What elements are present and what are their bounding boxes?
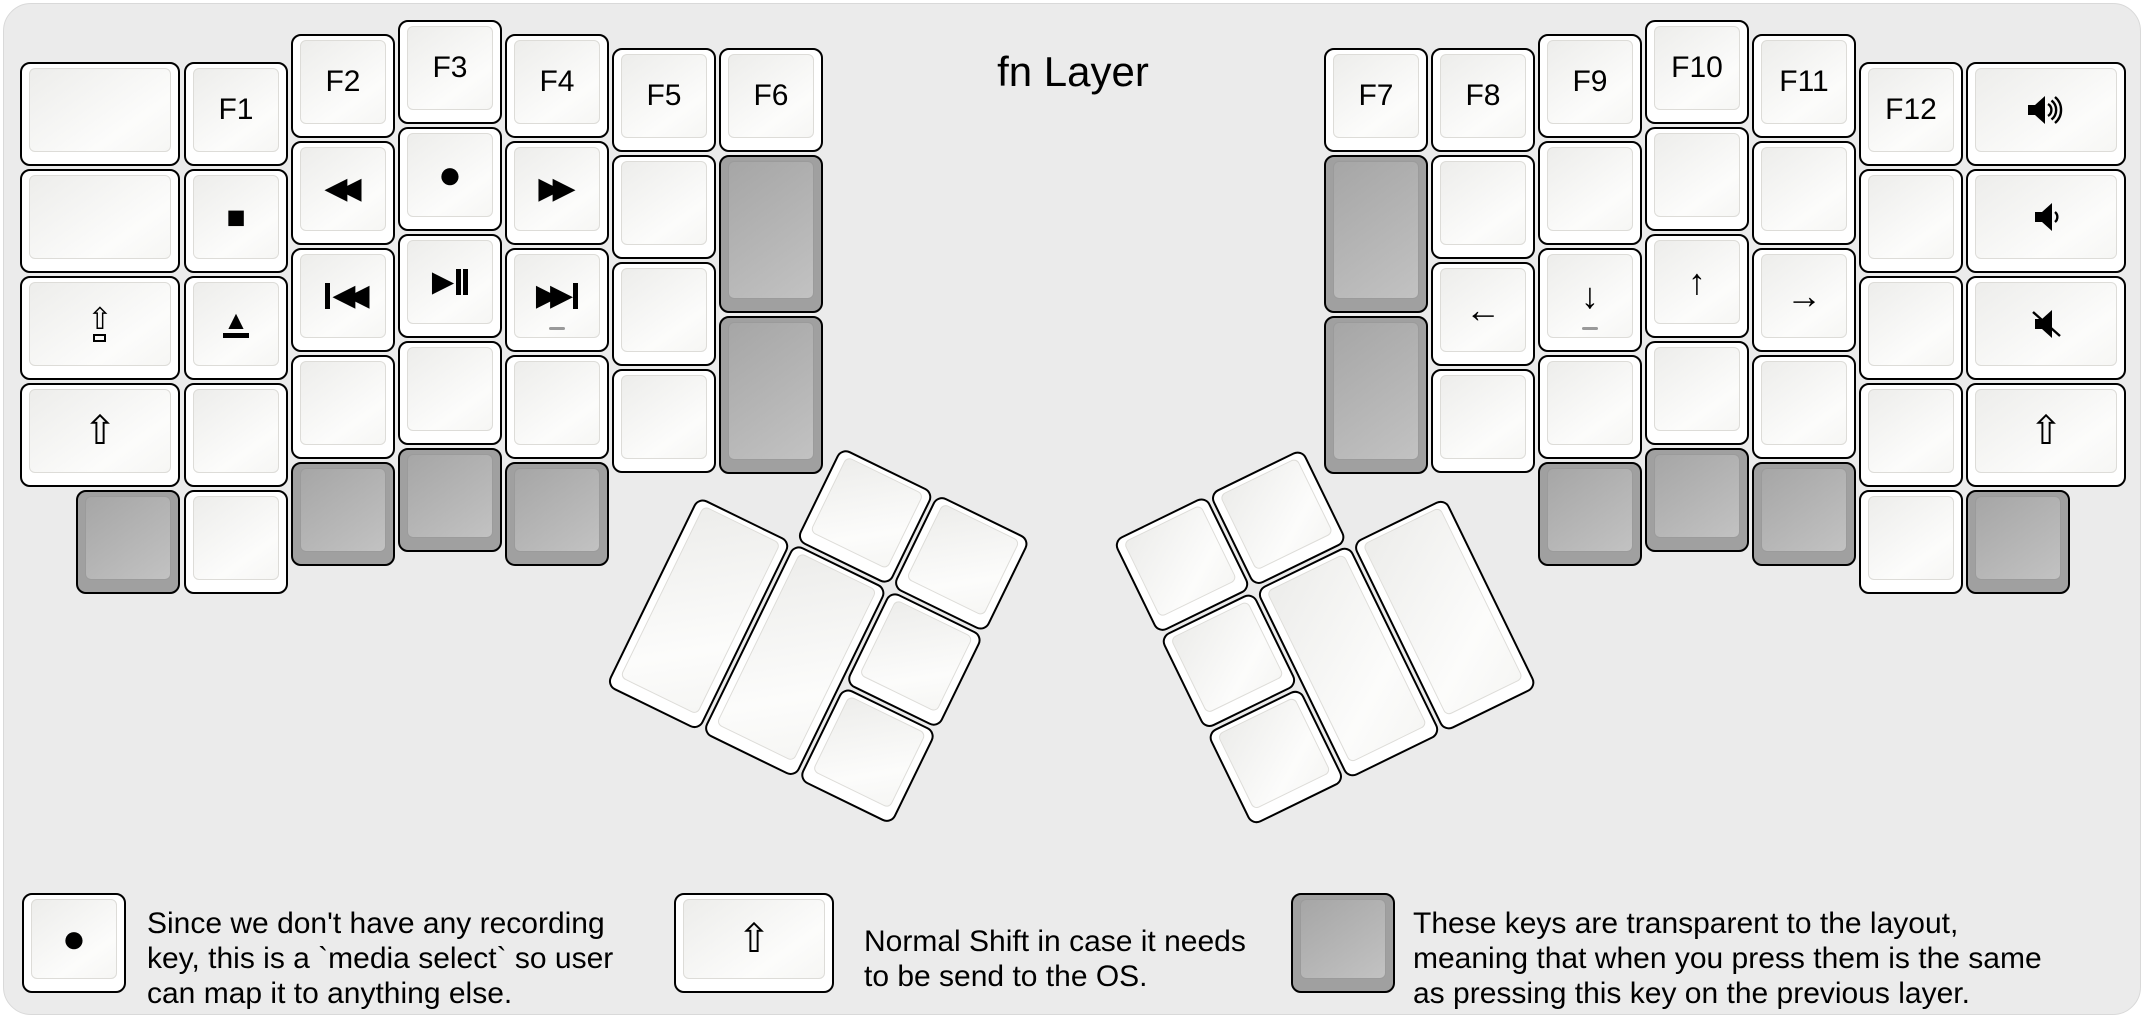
key-blank[interactable] [1752, 141, 1856, 245]
right-arrow-icon: → [1786, 275, 1822, 316]
key-blank[interactable] [1538, 141, 1642, 245]
mute-icon [2032, 310, 2061, 338]
key-transparent[interactable] [291, 462, 395, 566]
legend-key-record: ● [22, 893, 126, 993]
key-f2[interactable]: F2 [291, 34, 395, 138]
key-volume-up[interactable] [1966, 62, 2126, 166]
prev-track-icon: ◀◀ [325, 281, 370, 311]
key-arrow-down[interactable]: ↓ [1538, 248, 1642, 352]
key-blank[interactable] [1752, 355, 1856, 459]
key-rewind[interactable]: ◀◀ [291, 141, 395, 245]
key-eject[interactable]: ▲ [184, 276, 288, 380]
key-prev-track[interactable]: ◀◀ [291, 248, 395, 352]
key-shift[interactable]: ⇧ [1966, 383, 2126, 487]
key-mute[interactable] [1966, 276, 2126, 380]
key-f11[interactable]: F11 [1752, 34, 1856, 138]
key-shift[interactable]: ⇧ [20, 383, 180, 487]
key-f12[interactable]: F12 [1859, 62, 1963, 166]
rewind-icon: ◀◀ [324, 172, 361, 205]
key-f10[interactable]: F10 [1645, 20, 1749, 124]
key-blank[interactable] [612, 155, 716, 259]
key-blank[interactable] [1431, 369, 1535, 473]
key-f4[interactable]: F4 [505, 34, 609, 138]
key-fast-forward[interactable]: ▶▶ [505, 141, 609, 245]
key-arrow-left[interactable]: ← [1431, 262, 1535, 366]
down-arrow-icon: ↓ [1581, 275, 1599, 316]
key-blank[interactable] [505, 355, 609, 459]
key-f8[interactable]: F8 [1431, 48, 1535, 152]
key-play-pause[interactable]: ▶ [398, 234, 502, 338]
key-blank[interactable] [184, 490, 288, 594]
record-icon: ● [61, 917, 87, 961]
key-transparent[interactable] [719, 316, 823, 474]
shift-icon: ⇧ [2029, 409, 2063, 453]
key-blank[interactable] [612, 369, 716, 473]
key-blank[interactable] [20, 62, 180, 166]
volume-down-icon [2035, 203, 2059, 231]
key-transparent[interactable] [719, 155, 823, 313]
legend-text-shift: Normal Shift in case it needs to be send… [864, 925, 1246, 993]
key-blank[interactable] [1859, 383, 1963, 487]
key-caps-lock[interactable]: ⇧ [20, 276, 180, 380]
key-transparent[interactable] [1324, 155, 1428, 313]
next-track-icon: ▶▶ [536, 281, 579, 311]
key-blank[interactable] [1859, 490, 1963, 594]
key-next-track[interactable]: ▶▶ [505, 248, 609, 352]
key-volume-down[interactable] [1966, 169, 2126, 273]
stop-icon: ■ [226, 199, 246, 235]
fast-forward-icon: ▶▶ [538, 172, 575, 205]
key-transparent[interactable] [1538, 462, 1642, 566]
legend-key-transparent [1291, 893, 1395, 993]
key-f6[interactable]: F6 [719, 48, 823, 152]
key-arrow-up[interactable]: ↑ [1645, 234, 1749, 338]
volume-up-icon [2028, 96, 2063, 124]
key-record[interactable]: ● [398, 127, 502, 231]
legend-text-record: Since we don't have any recording key, t… [147, 907, 614, 1010]
key-blank[interactable] [1538, 355, 1642, 459]
key-blank[interactable] [1859, 276, 1963, 380]
shift-icon: ⇧ [83, 409, 117, 453]
legend-text-transparent: These keys are transparent to the layout… [1413, 907, 2042, 1010]
key-transparent[interactable] [1752, 462, 1856, 566]
key-blank[interactable] [612, 262, 716, 366]
dash-mark [549, 327, 565, 330]
key-blank[interactable] [1645, 341, 1749, 445]
legend-key-shift: ⇧ [674, 893, 834, 993]
key-blank[interactable] [20, 169, 180, 273]
key-f1[interactable]: F1 [184, 62, 288, 166]
eject-icon: ▲ [223, 307, 249, 338]
key-blank[interactable] [291, 355, 395, 459]
up-arrow-icon: ↑ [1688, 261, 1706, 302]
key-blank[interactable] [1859, 169, 1963, 273]
play-pause-icon: ▶ [432, 267, 469, 297]
record-icon: ● [437, 153, 463, 197]
key-transparent[interactable] [505, 462, 609, 566]
key-f9[interactable]: F9 [1538, 34, 1642, 138]
shift-icon: ⇧ [737, 917, 771, 961]
key-blank[interactable] [184, 383, 288, 487]
key-f5[interactable]: F5 [612, 48, 716, 152]
key-transparent[interactable] [1645, 448, 1749, 552]
key-f7[interactable]: F7 [1324, 48, 1428, 152]
dash-mark [1582, 327, 1598, 330]
key-f3[interactable]: F3 [398, 20, 502, 124]
left-arrow-icon: ← [1465, 289, 1501, 330]
caps-lock-icon: ⇧ [87, 304, 113, 342]
key-blank[interactable] [398, 341, 502, 445]
key-blank[interactable] [1431, 155, 1535, 259]
key-transparent[interactable] [398, 448, 502, 552]
key-stop[interactable]: ■ [184, 169, 288, 273]
key-arrow-right[interactable]: → [1752, 248, 1856, 352]
key-transparent[interactable] [1324, 316, 1428, 474]
key-transparent[interactable] [76, 490, 180, 594]
key-transparent[interactable] [1966, 490, 2070, 594]
key-blank[interactable] [1645, 127, 1749, 231]
layer-title: fn Layer [997, 48, 1149, 95]
